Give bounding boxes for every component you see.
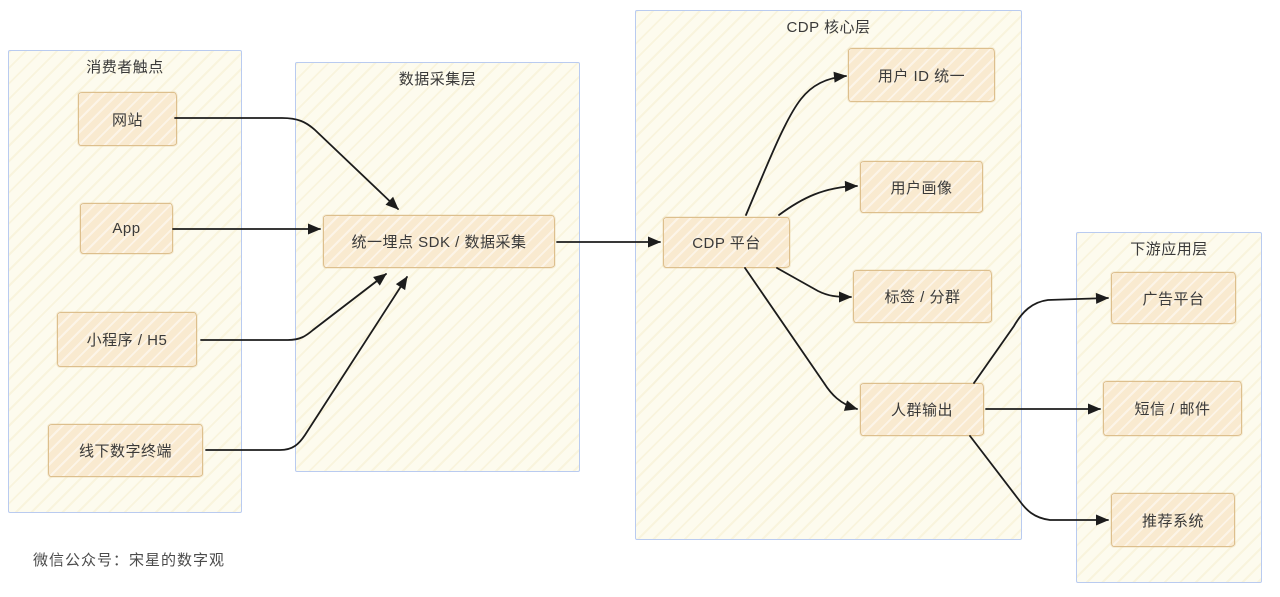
node-miniprogram-h5: 小程序 / H5 [57, 312, 197, 367]
node-sms-email: 短信 / 邮件 [1103, 381, 1242, 436]
node-tags-segmentation: 标签 / 分群 [853, 270, 992, 323]
node-cdp-platform: CDP 平台 [663, 217, 790, 268]
node-unified-tracking-sdk: 统一埋点 SDK / 数据采集 [323, 215, 555, 268]
node-user-profile: 用户画像 [860, 161, 983, 213]
node-user-id-unification: 用户 ID 统一 [848, 48, 995, 102]
group-title-consumer-touchpoints: 消费者触点 [86, 59, 164, 76]
node-recommendation-system: 推荐系统 [1111, 493, 1235, 547]
node-audience-output: 人群输出 [860, 383, 984, 436]
node-offline-digital-terminal: 线下数字终端 [48, 424, 203, 477]
wechat-account-caption: 微信公众号：宋星的数字观 [33, 552, 226, 569]
group-title-data-collection-layer: 数据采集层 [398, 71, 477, 88]
node-app: App [80, 203, 173, 254]
node-ad-platform: 广告平台 [1111, 272, 1236, 324]
group-title-cdp-core-layer: CDP 核心层 [786, 19, 871, 36]
group-title-downstream-application-layer: 下游应用层 [1130, 241, 1208, 258]
node-website: 网站 [78, 92, 177, 146]
